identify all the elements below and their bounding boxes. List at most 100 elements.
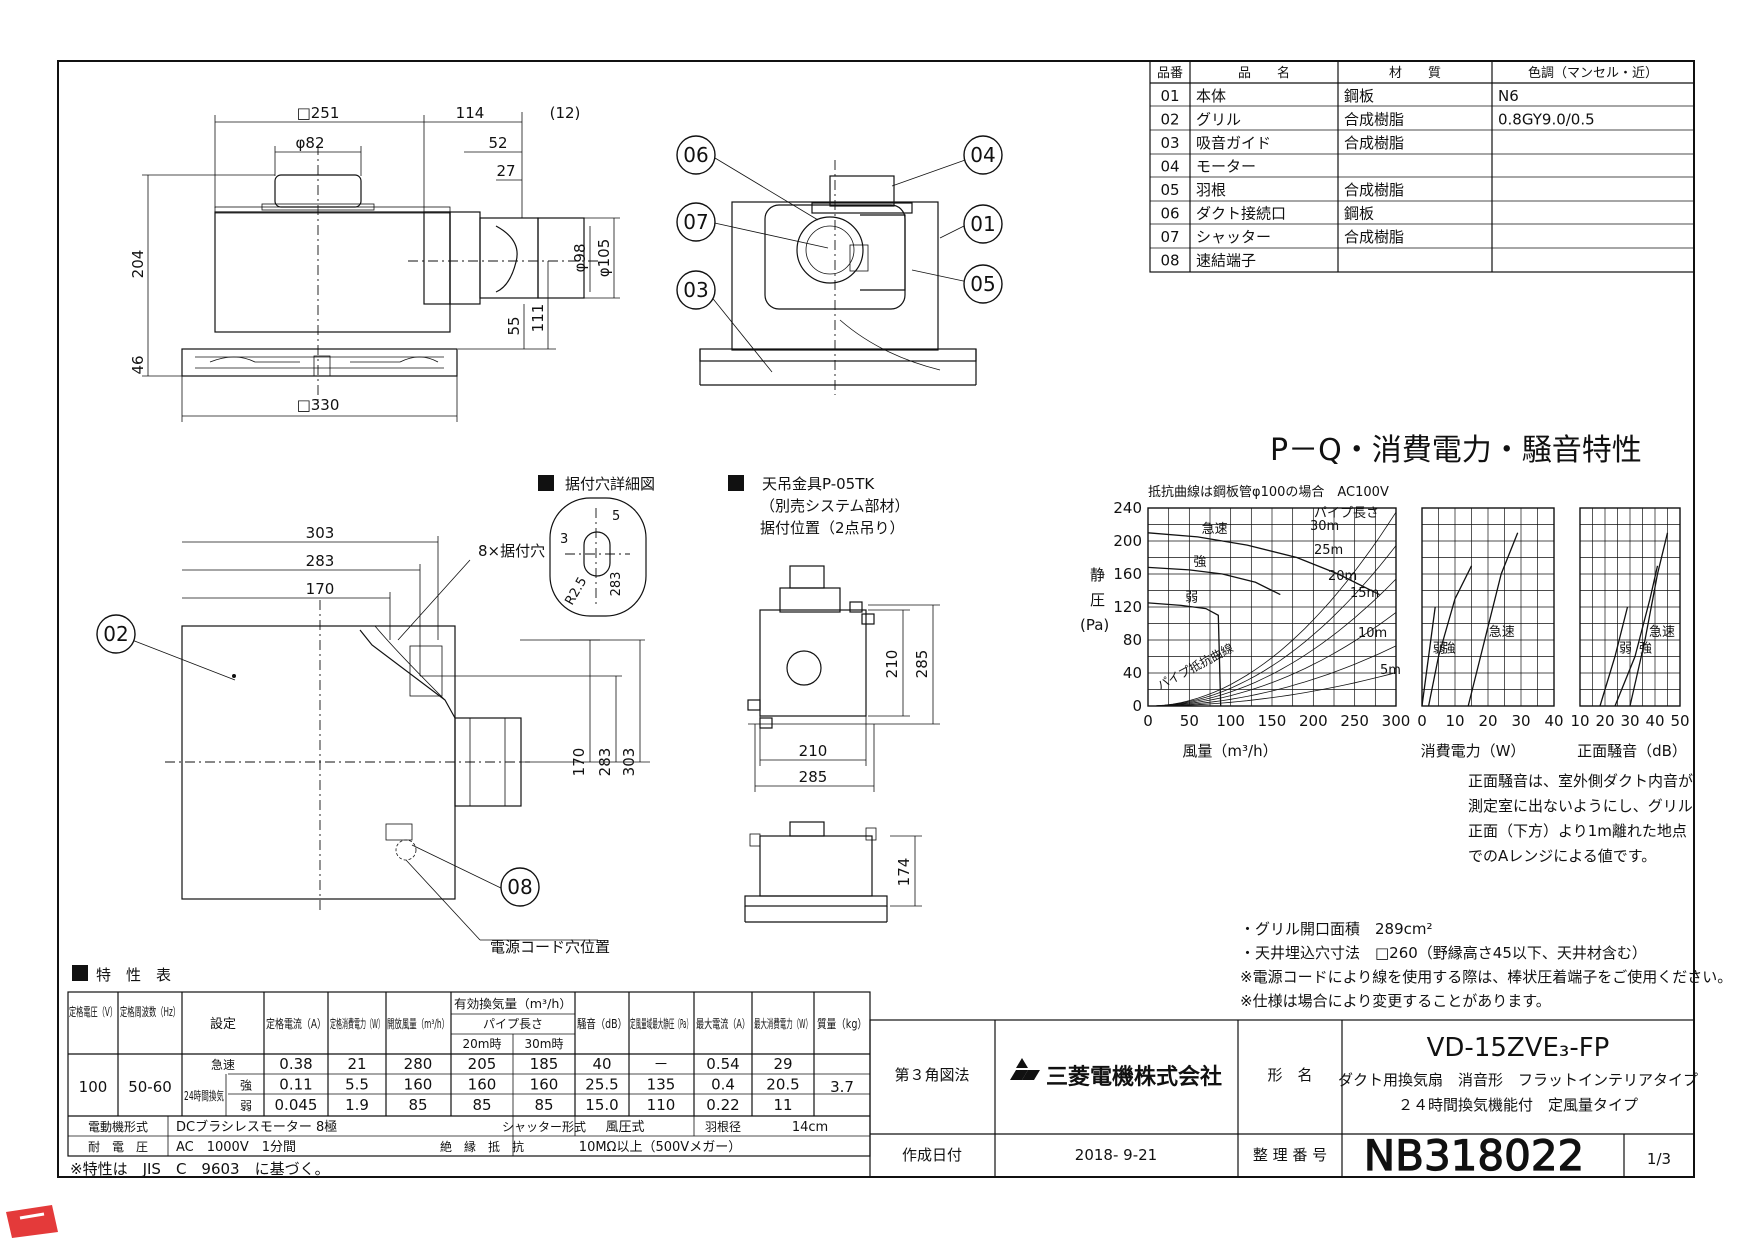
front-elevation-view: □251 114 (12) φ82 52 27 204 46 φ98 φ105 …	[129, 104, 620, 422]
chart-note: 抵抗曲線は鋼板管φ100の場合 AC100V	[1148, 484, 1389, 500]
y-tick-label: 120	[1113, 598, 1142, 616]
dim-251: □251	[297, 104, 340, 122]
pipe-length-tag: 5m	[1380, 663, 1401, 678]
mitsubishi-logo-icon	[1010, 1058, 1040, 1080]
parts-cell: 合成樹脂	[1344, 181, 1404, 199]
part-bubble	[500, 867, 540, 907]
x-tick-label: 100	[1216, 712, 1245, 730]
part-bubble-label: 02	[103, 622, 128, 646]
spec-cell-open: 85	[408, 1096, 427, 1114]
spec-cell-static: 135	[647, 1076, 676, 1094]
plot-frame	[1421, 507, 1555, 707]
dim-27: 27	[496, 162, 515, 180]
hanger-dim-210h: 210	[799, 742, 828, 760]
curve-label: 強	[1193, 555, 1206, 570]
x-tick-label: 10	[1570, 712, 1589, 730]
x-tick-label: 40	[1645, 712, 1664, 730]
parts-cell: 鋼板	[1344, 205, 1374, 223]
dim-phi98: φ98	[571, 244, 589, 273]
note-power-cord: ※電源コードにより線を使用する際は、棒状圧着端子をご使用ください。	[1240, 968, 1732, 986]
pipe-resistance-label: パイプ抵抗曲線	[1154, 640, 1235, 693]
spec-cell-maxpow: 20.5	[766, 1076, 799, 1094]
resistance-curve	[1148, 672, 1397, 707]
part-bubble-label: 04	[970, 143, 995, 167]
curve-label: 弱	[1619, 642, 1632, 657]
spec-title: 特 性 表	[96, 966, 171, 984]
pq-ylabel-1: 静	[1090, 566, 1105, 584]
hole-detail: 据付穴詳細図 5 3 R2.5 283	[538, 475, 655, 617]
pipe-length-tag: 30m	[1310, 519, 1339, 534]
spec-motor-label: 電動機形式	[88, 1119, 148, 1134]
dim-303h: 303	[306, 524, 335, 542]
title-block: 第３角図法 三菱電機株式会社 形 名 VD-15ZVE₃-FP ダクト用換気扇 …	[869, 1019, 1698, 1181]
spec-cell-current: 0.11	[279, 1076, 312, 1094]
parts-cell: 01	[1160, 87, 1179, 105]
bubble-leaders	[131, 154, 969, 891]
document-number: NB318022	[1364, 1131, 1585, 1180]
curve-label: 強	[1443, 642, 1456, 657]
spec-cell-mode: 弱	[240, 1099, 252, 1113]
part-bubble	[676, 270, 716, 310]
parts-cell: ダクト接続口	[1196, 205, 1286, 223]
dim-55: 55	[505, 316, 523, 335]
pq-ylabel-2: 圧	[1090, 591, 1105, 609]
spec-withstand: AC 1000V 1分間	[176, 1140, 296, 1155]
spec-footnote: ※特性は JIS C 9603 に基づく。	[70, 1160, 330, 1178]
hole-detail-title: 据付穴詳細図	[565, 475, 655, 493]
x-tick-label: 20	[1478, 712, 1497, 730]
parts-cell: 羽根	[1196, 181, 1226, 199]
part-bubble-label: 07	[683, 210, 708, 234]
mounting-holes-label: 8×据付穴	[478, 542, 545, 560]
chart-title: P－Q・消費電力・騒音特性	[1270, 433, 1642, 468]
spec-h-current: 定格電流（A）	[266, 1016, 326, 1031]
spec-cell-noise: 25.5	[585, 1076, 618, 1094]
spec-cell-maxcur: 0.4	[711, 1076, 735, 1094]
spec-h-noise: 騒音（dB）	[577, 1016, 627, 1031]
hanger-dim-285v: 285	[913, 650, 931, 679]
x-tick-label: 30	[1511, 712, 1530, 730]
parts-cell: 速結端子	[1196, 252, 1256, 270]
parts-cell: シャッター	[1196, 228, 1271, 246]
x-tick-label: 300	[1382, 712, 1411, 730]
series-line-1	[1147, 566, 1281, 596]
power-xlabel: 消費電力（W）	[1421, 742, 1526, 760]
y-tick-label: 80	[1123, 631, 1142, 649]
spec-cell-maxpow: 29	[773, 1055, 792, 1073]
parts-cell: 04	[1160, 158, 1179, 176]
hanger-sub1: （別売システム部材）	[760, 497, 910, 515]
curve-label: 急速	[1202, 522, 1228, 537]
dim-52: 52	[488, 134, 507, 152]
y-tick-label: 0	[1132, 697, 1142, 715]
resistance-curve	[1147, 612, 1397, 707]
resistance-curve	[1147, 645, 1397, 707]
spec-h-20m: 20m時	[463, 1037, 502, 1051]
parts-cell: 06	[1160, 205, 1179, 223]
parts-cell: 合成樹脂	[1344, 228, 1404, 246]
cross-section-view	[699, 160, 977, 395]
spec-h-freq: 定格周波数（Hz）	[120, 1004, 180, 1019]
parts-header-color: 色調（マンセル・近）	[1528, 65, 1658, 81]
spec-cell-m20: 85	[472, 1096, 491, 1114]
part-bubble-label: 08	[507, 875, 532, 899]
resistance-curve	[1147, 545, 1397, 707]
x-tick-label: 0	[1417, 712, 1427, 730]
hole-dim-283: 283	[609, 572, 624, 597]
parts-cell: グリル	[1196, 111, 1241, 129]
spec-cell-power: 5.5	[345, 1076, 369, 1094]
hole-dim-3: 3	[560, 532, 568, 547]
x-tick-label: 250	[1340, 712, 1369, 730]
part-bubble-label: 01	[970, 212, 995, 236]
spec-cell-power: 1.9	[345, 1096, 369, 1114]
series-line-0	[1629, 532, 1669, 707]
x-tick-label: 200	[1299, 712, 1328, 730]
plan-view: 303 283 170 8×据付穴 170 283 303 電源コード穴位置	[165, 524, 650, 956]
part-bubble-label: 05	[970, 272, 995, 296]
y-tick-label: 160	[1113, 565, 1142, 583]
spec-cell-maxcur: 0.22	[706, 1096, 739, 1114]
spec-voltage: 100	[79, 1078, 108, 1096]
spec-motor: DCブラシレスモーター 8極	[176, 1119, 337, 1135]
